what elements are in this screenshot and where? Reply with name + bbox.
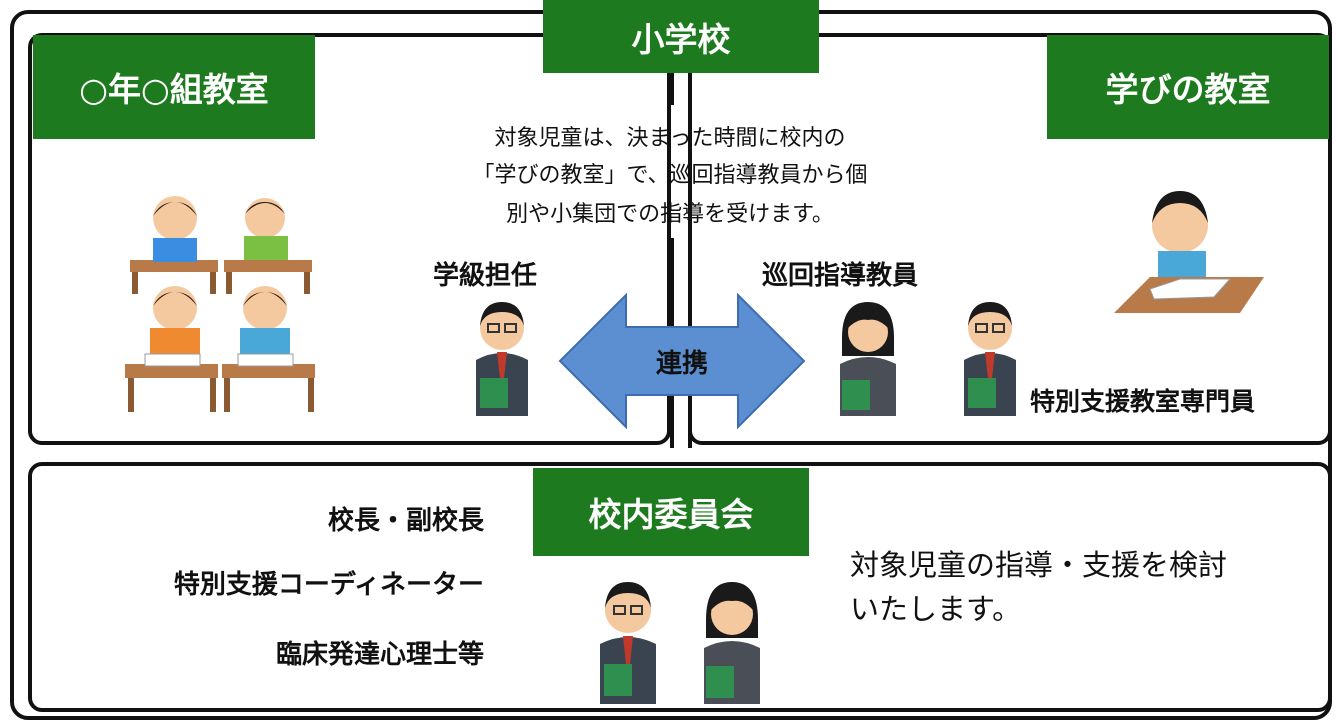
committee-member-1: 校長・副校長 [327,506,484,536]
committee-title: 校内委員会 [533,468,809,556]
committee-member-male-illustration [600,582,656,704]
divider-bar-top [670,73,692,105]
committee-member-2: 特別支援コーディネーター [173,570,484,600]
classroom-students-illustration [125,196,315,412]
homeroom-teacher-illustration [476,302,528,416]
itinerant-teacher-male-illustration [964,302,1016,416]
description-line-1: 対象児童は、決まった時間に校内の [494,126,846,151]
collaboration-arrow [558,293,806,429]
itinerant-teacher-label: 巡回指導教員 [762,261,919,291]
collaboration-label: 連携 [655,349,708,379]
special-support-specialist-label: 特別支援教室専門員 [1030,387,1256,416]
homeroom-teacher-label: 学級担任 [433,261,538,291]
committee-member-3: 臨床発達心理士等 [275,640,484,670]
committee-description-line-2: いたします。 [850,592,1022,626]
school-title: 小学校 [543,0,819,73]
resource-room-student-illustration [1114,191,1264,313]
classroom-title: ○年○組教室 [33,35,315,139]
committee-description-line-1: 対象児童の指導・支援を検討 [850,548,1228,582]
resource-room-title: 学びの教室 [1047,35,1329,139]
description-line-3: 別や小集団での指導を受けます。 [506,202,834,227]
committee-member-female-illustration [704,582,760,704]
description-line-2: 「学びの教室」で、巡回指導教員から個 [472,163,868,188]
itinerant-teacher-female-illustration [840,302,896,416]
